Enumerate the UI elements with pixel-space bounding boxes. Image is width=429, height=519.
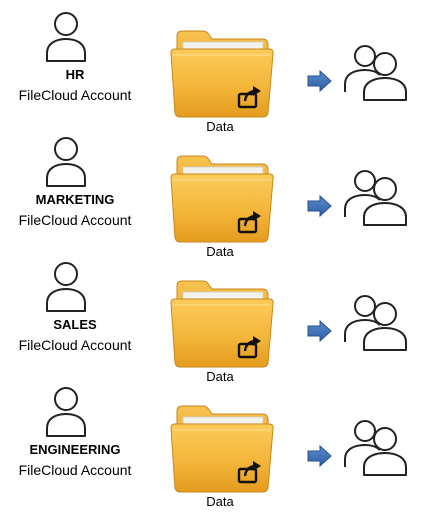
right-arrow-icon (307, 445, 332, 467)
shared-folder-icon (167, 22, 277, 120)
account-type-label: FileCloud Account (18, 87, 132, 103)
folder-label: Data (206, 119, 234, 134)
user-group-icon (340, 42, 412, 102)
account-name: SALES (53, 317, 97, 332)
right-arrow-icon (307, 70, 332, 92)
account-name: ENGINEERING (29, 442, 121, 457)
folder-label: Data (206, 244, 234, 259)
account-name: MARKETING (35, 192, 115, 207)
person-icon (44, 384, 88, 438)
shared-folder-icon (167, 397, 277, 495)
folder-label: Data (206, 494, 234, 509)
user-group-icon (340, 417, 412, 477)
person-icon (44, 134, 88, 188)
right-arrow-icon (307, 195, 332, 217)
account-type-label: FileCloud Account (18, 212, 132, 228)
user-group-icon (340, 292, 412, 352)
account-row-engineering: ENGINEERING FileCloud Account Data (0, 375, 429, 509)
account-type-label: FileCloud Account (18, 462, 132, 478)
person-icon (44, 9, 88, 63)
shared-folder-icon (167, 272, 277, 370)
right-arrow-icon (307, 320, 332, 342)
folder-label: Data (206, 369, 234, 384)
person-icon (44, 259, 88, 313)
account-row-sales: SALES FileCloud Account Data (0, 250, 429, 384)
account-row-hr: HR FileCloud Account Data (0, 0, 429, 134)
account-row-marketing: MARKETING FileCloud Account Data (0, 125, 429, 259)
shared-folder-icon (167, 147, 277, 245)
account-type-label: FileCloud Account (18, 337, 132, 353)
account-name: HR (65, 67, 85, 82)
user-group-icon (340, 167, 412, 227)
